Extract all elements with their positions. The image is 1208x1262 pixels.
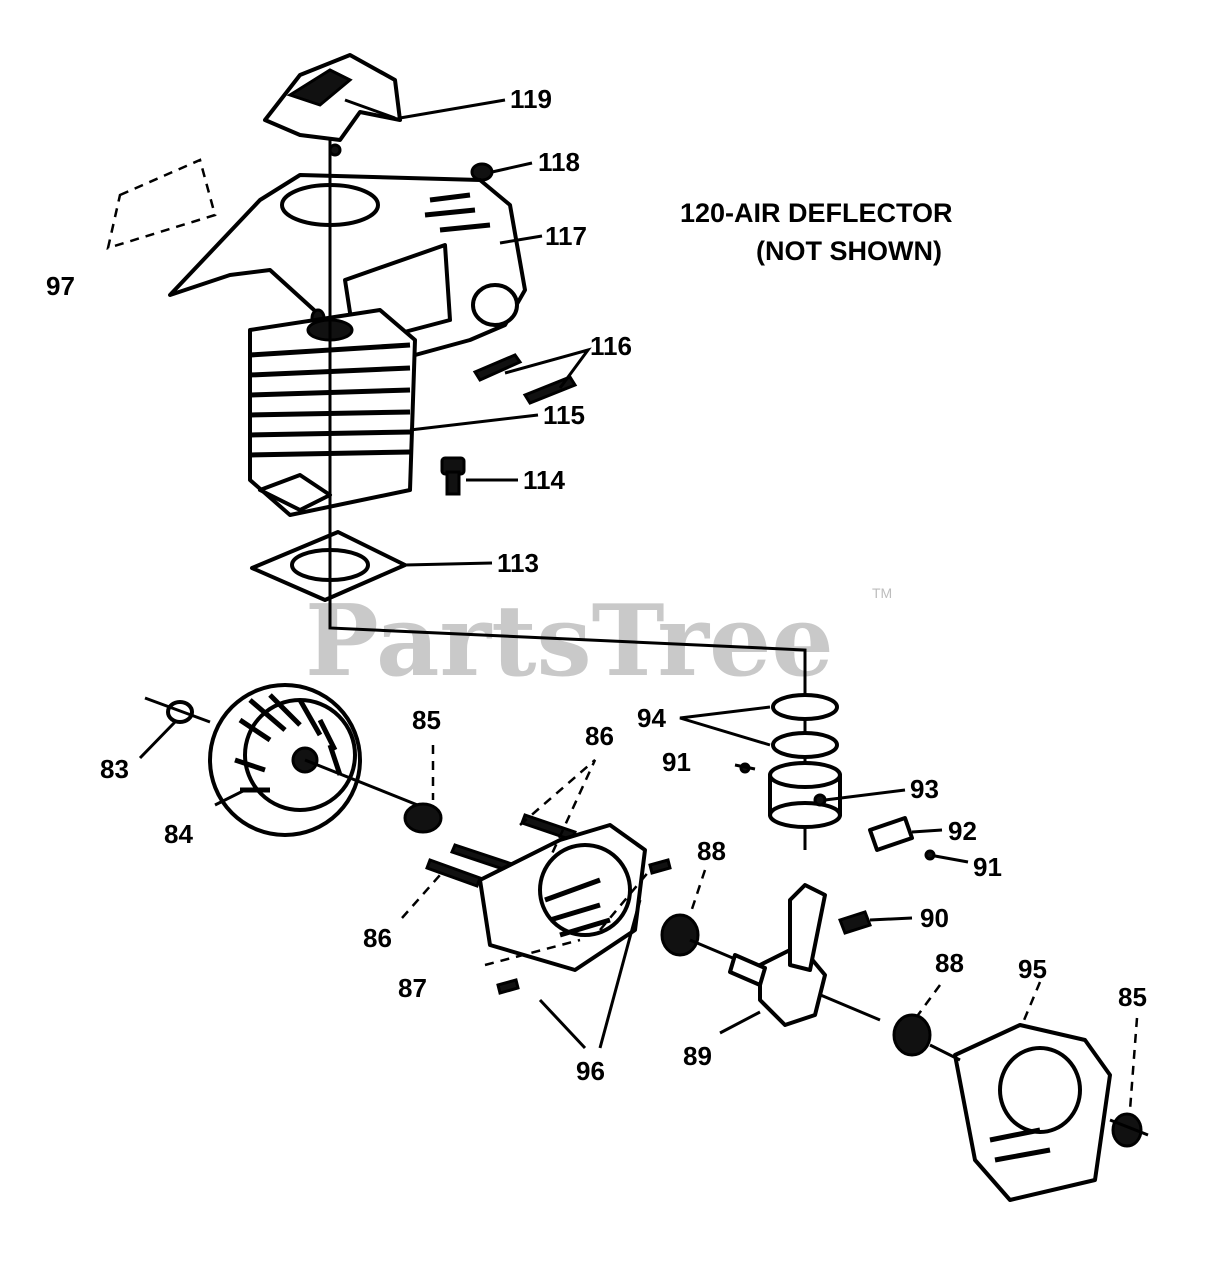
callout-95: 95 xyxy=(1018,954,1047,984)
part-86-screws-b xyxy=(425,858,482,888)
part-92-wrist-pin xyxy=(868,816,914,852)
part-89-crankshaft xyxy=(689,883,881,1027)
callout-91-a: 91 xyxy=(662,747,691,777)
part-87-crankcase xyxy=(478,823,647,972)
part-97-decal xyxy=(106,158,217,250)
part-91-clip-b xyxy=(924,849,936,861)
part-118-knob xyxy=(470,162,494,182)
part-84-flywheel xyxy=(208,683,426,837)
callout-88-b: 88 xyxy=(935,948,964,978)
callout-115: 115 xyxy=(543,400,585,430)
part-90-needle-bearing xyxy=(838,910,872,935)
part-114-bolt xyxy=(440,456,466,496)
callout-97: 97 xyxy=(46,271,75,301)
callout-86-b: 86 xyxy=(363,923,392,953)
callout-91-b: 91 xyxy=(973,852,1002,882)
callout-85-a: 85 xyxy=(412,705,441,735)
callout-94: 94 xyxy=(637,703,666,733)
callout-88-a: 88 xyxy=(697,836,726,866)
callout-89: 89 xyxy=(683,1041,712,1071)
callout-119: 119 xyxy=(510,84,552,114)
part-85-seal-b xyxy=(1109,1112,1149,1148)
callout-90: 90 xyxy=(920,903,949,933)
callout-116: 116 xyxy=(590,331,632,361)
part-116-pins xyxy=(472,353,578,405)
part-88-bearing-a xyxy=(660,913,700,957)
leader-lines xyxy=(138,98,1042,1050)
callout-114: 114 xyxy=(523,465,565,495)
part-96-dowels xyxy=(484,858,672,995)
callout-118: 118 xyxy=(538,147,580,177)
part-88-bearing-b xyxy=(892,1013,932,1057)
callout-83: 83 xyxy=(100,754,129,784)
callout-93: 93 xyxy=(910,774,939,804)
callout-84: 84 xyxy=(164,819,193,849)
part-85-seal-a xyxy=(403,802,443,834)
callout-85-b: 85 xyxy=(1118,982,1147,1012)
callout-92: 92 xyxy=(948,816,977,846)
part-115-cylinder xyxy=(248,308,417,517)
callout-86-a: 86 xyxy=(585,721,614,751)
part-94-rings xyxy=(771,693,839,759)
part-83-nut xyxy=(144,696,211,724)
part-95-crankcase xyxy=(929,1023,1112,1202)
callout-113: 113 xyxy=(497,548,539,578)
watermark-trademark: TM xyxy=(872,585,892,601)
part-119-bracket xyxy=(263,53,402,157)
air-deflector-note: 120-AIR DEFLECTOR xyxy=(680,198,953,228)
part-93-piston xyxy=(768,761,842,829)
air-deflector-note-sub: (NOT SHOWN) xyxy=(756,236,942,266)
callout-96: 96 xyxy=(576,1056,605,1086)
watermark-text: PartsTree xyxy=(305,584,834,699)
callout-117: 117 xyxy=(545,221,587,251)
callout-87: 87 xyxy=(398,973,427,1003)
